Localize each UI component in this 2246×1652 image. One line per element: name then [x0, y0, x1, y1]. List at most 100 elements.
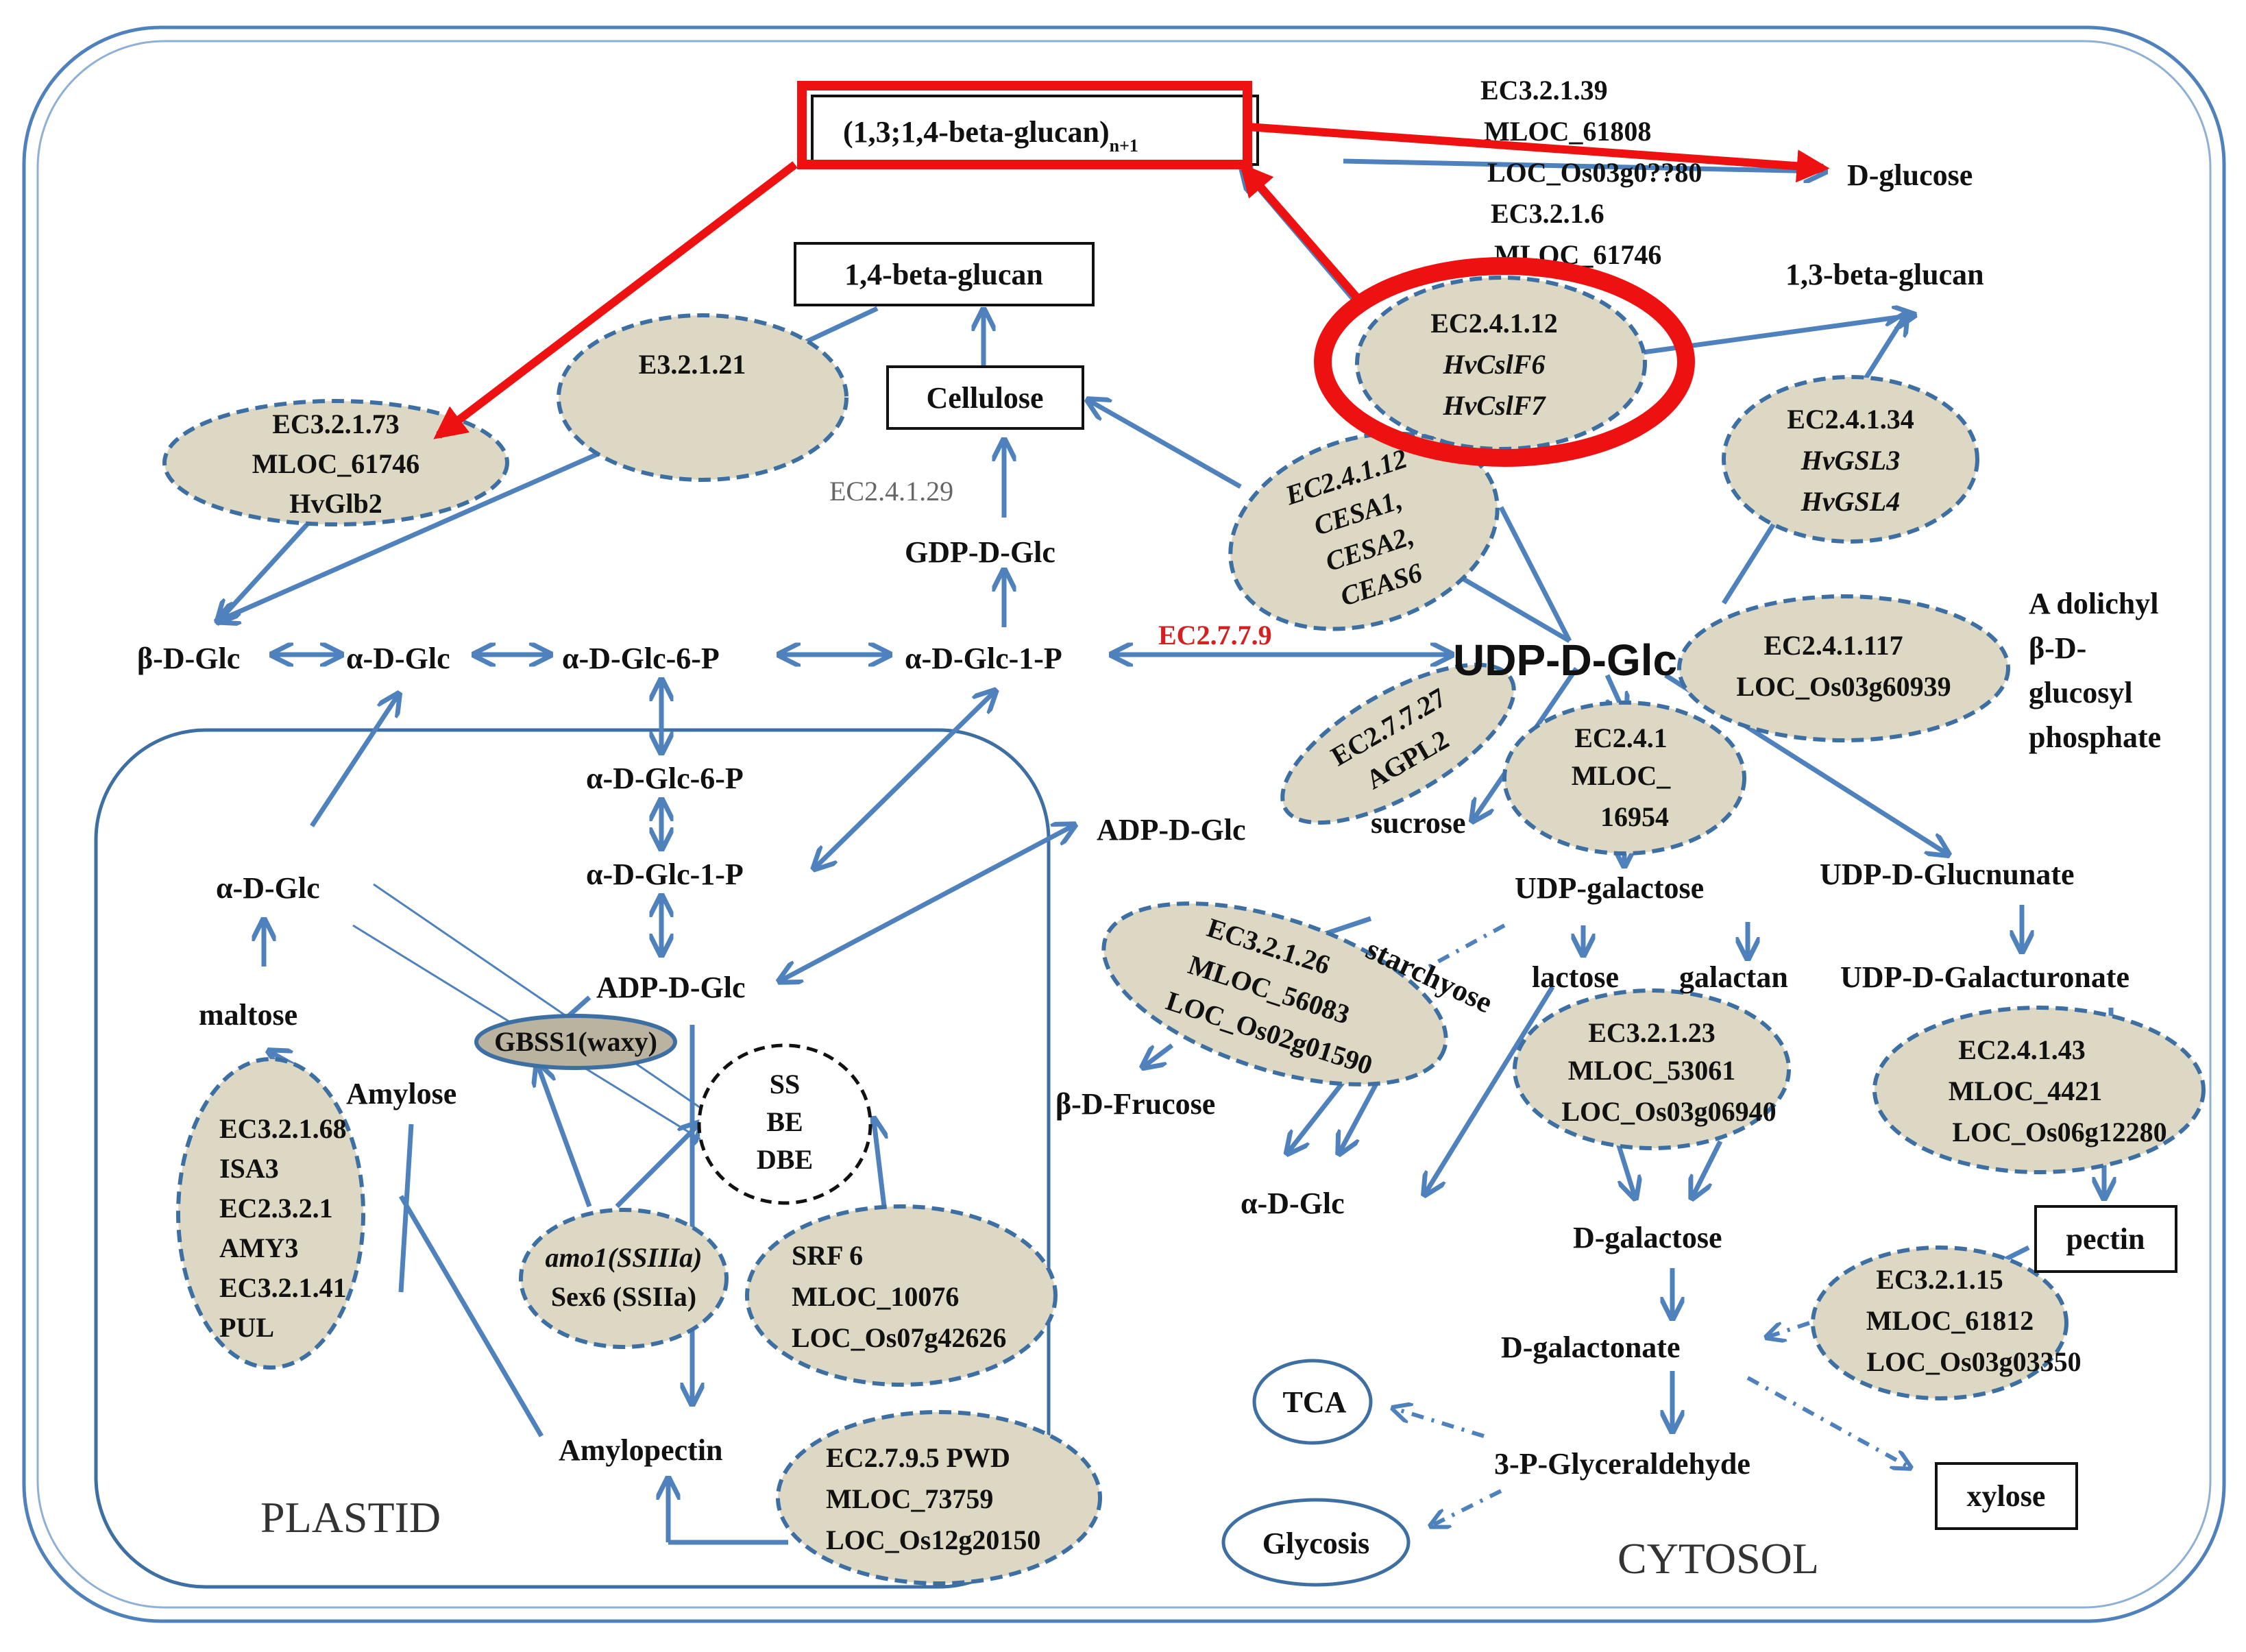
svg-text:EC3.2.1.15: EC3.2.1.15: [1876, 1264, 2003, 1295]
svg-text:MLOC_73759: MLOC_73759: [826, 1483, 993, 1514]
svg-text:AMY3: AMY3: [219, 1232, 299, 1263]
svg-text:LOC_Os06g12280: LOC_Os06g12280: [1952, 1117, 2166, 1147]
svg-text:EC2.4.1.43: EC2.4.1.43: [1958, 1034, 2086, 1065]
svg-text:HvCslF6: HvCslF6: [1443, 349, 1546, 380]
svg-text:EC2.4.1.12: EC2.4.1.12: [1430, 308, 1558, 339]
svg-text:MLOC_4421: MLOC_4421: [1949, 1076, 2102, 1106]
svg-text:LOC_Os03g03350: LOC_Os03g03350: [1866, 1346, 2081, 1377]
svg-text:GBSS1(waxy): GBSS1(waxy): [494, 1026, 657, 1057]
label-udp-d-glc: UDP-D-Glc: [1453, 635, 1677, 685]
label-alpha-d-glc-1-p-plastid: α-D-Glc-1-P: [586, 858, 744, 891]
box-pectin: pectin: [2034, 1205, 2177, 1273]
svg-text:DBE: DBE: [757, 1144, 813, 1175]
label-ec-3-2-1-39: EC3.2.1.39: [1480, 75, 1608, 106]
svg-text:Cellulose: Cellulose: [926, 381, 1043, 415]
svg-text:EC2.4.1.34: EC2.4.1.34: [1787, 404, 1914, 435]
label-amylopectin: Amylopectin: [559, 1433, 723, 1467]
cell-frame-inner: [36, 40, 2212, 1609]
enzyme-ec32115: EC3.2.1.15 MLOC_61812 LOC_Os03g03350: [1811, 1246, 2082, 1400]
label-udp-galactose: UDP-galactose: [1515, 871, 1704, 905]
enzyme-amo1: amo1(SSIIIa) Sex6 (SSIIa): [519, 1208, 729, 1349]
box-beta-glucan-main: (1,3;1,4-beta-glucan)n+1: [811, 95, 1259, 166]
label-d-glucose: D-glucose: [1847, 158, 1973, 192]
label-alpha-d-glc-1-p-top: α-D-Glc-1-P: [905, 642, 1062, 675]
svg-text:LOC_Os03g60939: LOC_Os03g60939: [1736, 671, 1951, 702]
label-dolichyl-1: A dolichyl: [2029, 587, 2159, 620]
svg-text:TCA: TCA: [1283, 1385, 1347, 1419]
svg-text:PUL: PUL: [219, 1312, 274, 1343]
label-loc-os03g: LOC_Os03g0??80: [1487, 157, 1702, 188]
enzyme-ec241-mloc: EC2.4.1 MLOC_ 16954: [1502, 701, 1746, 855]
label-beta-d-frucose: β-D-Frucose: [1055, 1087, 1215, 1121]
svg-text:MLOC_: MLOC_: [1572, 760, 1671, 791]
enzyme-e32121: E3.2.1.21: [557, 313, 849, 482]
svg-text:E3.2.1.21: E3.2.1.21: [639, 349, 746, 380]
label-ec-2-4-1-29: EC2.4.1.29: [829, 476, 953, 507]
label-beta-d-glc: β-D-Glc: [137, 642, 240, 675]
plastid-frame: [94, 728, 1051, 1589]
enzyme-gbss1: GBSS1(waxy): [474, 1014, 677, 1070]
svg-text:HvGlb2: HvGlb2: [289, 488, 382, 519]
box-cellulose: Cellulose: [886, 365, 1084, 430]
svg-text:EC2.3.2.1: EC2.3.2.1: [219, 1193, 333, 1224]
svg-text:Sex6 (SSIIa): Sex6 (SSIIa): [551, 1281, 696, 1312]
label-gdp-d-glc: GDP-D-Glc: [905, 535, 1055, 569]
label-d-galactose: D-galactose: [1573, 1221, 1722, 1254]
enzyme-ec24112-csl: EC2.4.1.12 HvCslF6 HvCslF7: [1355, 276, 1647, 451]
cell-frame-outer: [22, 25, 2226, 1623]
label-sucrose: sucrose: [1371, 806, 1466, 840]
svg-text:amo1(SSIIIa): amo1(SSIIIa): [546, 1242, 703, 1273]
label-lactose: lactose: [1532, 960, 1619, 994]
label-dolichyl-2: β-D-: [2029, 631, 2086, 665]
svg-text:LOC_Os03g06940: LOC_Os03g06940: [1561, 1096, 1776, 1127]
enzyme-ec32123: EC3.2.1.23 MLOC_53061 LOC_Os03g06940: [1513, 988, 1791, 1150]
label-galactan: galactan: [1679, 960, 1788, 994]
label-udp-d-galacturonate: UDP-D-Galacturonate: [1840, 960, 2129, 994]
svg-text:1,4-beta-glucan: 1,4-beta-glucan: [844, 258, 1043, 291]
highlight-annotations: [433, 81, 1830, 467]
region-cytosol-label: CYTOSOL: [1618, 1534, 1819, 1583]
label-alpha-d-glc-6-p-top: α-D-Glc-6-P: [562, 642, 720, 675]
enzyme-ec2795: EC2.7.9.5 PWD MLOC_73759 LOC_Os12g20150: [776, 1410, 1102, 1586]
svg-text:EC2.4.1.117: EC2.4.1.117: [1763, 630, 1903, 661]
svg-text:EC3.2.1.68: EC3.2.1.68: [219, 1113, 347, 1144]
label-adp-d-glc-cytosol: ADP-D-Glc: [1097, 813, 1246, 847]
label-ec-3-2-1-6: EC3.2.1.6: [1491, 198, 1604, 229]
svg-text:MLOC_53061: MLOC_53061: [1568, 1055, 1735, 1086]
label-amylose: Amylose: [346, 1077, 456, 1110]
label-alpha-d-glc-cytosol: α-D-Glc: [1241, 1187, 1345, 1220]
label-alpha-d-glc-6-p-plastid: α-D-Glc-6-P: [586, 762, 744, 795]
svg-text:EC3.2.1.41: EC3.2.1.41: [219, 1272, 347, 1303]
box-xylose: xylose: [1935, 1462, 2078, 1530]
svg-text:HvGSL3: HvGSL3: [1801, 445, 1900, 476]
enzyme-ec24134: EC2.4.1.34 HvGSL3 HvGSL4: [1722, 375, 1979, 544]
label-alpha-d-glc-top: α-D-Glc: [346, 642, 450, 675]
label-3-p-glyceraldehyde: 3-P-Glyceraldehyde: [1494, 1447, 1750, 1481]
svg-text:MLOC_61746: MLOC_61746: [252, 448, 419, 479]
svg-text:MLOC_61812: MLOC_61812: [1866, 1305, 2034, 1336]
circle-tca: TCA: [1252, 1359, 1373, 1445]
enzyme-srf6: SRF 6 MLOC_10076 LOC_Os07g42626: [745, 1204, 1058, 1387]
label-alpha-d-glc-plastid: α-D-Glc: [216, 871, 320, 905]
enzyme-ec24112-cesa: EC2.4.1.12 CESA1, CESA2, CEAS6: [1228, 431, 1500, 631]
svg-text:BE: BE: [766, 1106, 803, 1137]
svg-text:(1,3;1,4-beta-glucan)n+1: (1,3;1,4-beta-glucan)n+1: [843, 115, 1138, 156]
label-1-3-beta-glucan: 1,3-beta-glucan: [1785, 258, 1984, 291]
label-ec-2-7-7-9: EC2.7.7.9: [1158, 620, 1272, 651]
svg-text:LOC_Os07g42626: LOC_Os07g42626: [792, 1322, 1006, 1353]
svg-text:EC3.2.1.73: EC3.2.1.73: [272, 409, 400, 439]
svg-text:xylose: xylose: [1967, 1479, 2046, 1513]
label-adp-d-glc-plastid: ADP-D-Glc: [596, 971, 746, 1004]
svg-text:Glycosis: Glycosis: [1262, 1527, 1369, 1560]
svg-text:HvGSL4: HvGSL4: [1801, 486, 1900, 517]
enzyme-ec32168: EC3.2.1.68 ISA3 EC2.3.2.1 AMY3 EC3.2.1.4…: [176, 1057, 365, 1370]
label-dolichyl-3: glucosyl: [2029, 676, 2133, 709]
label-d-galactonate: D-galactonate: [1501, 1331, 1681, 1364]
enzyme-ec32173: EC3.2.1.73 MLOC_61746 HvGlb2: [162, 399, 509, 526]
region-plastid-label: PLASTID: [260, 1493, 441, 1542]
svg-text:EC2.7.9.5 PWD: EC2.7.9.5 PWD: [826, 1442, 1010, 1473]
circle-glycosis: Glycosis: [1221, 1498, 1411, 1587]
svg-text:pectin: pectin: [2066, 1222, 2145, 1256]
enzyme-ec24143: EC2.4.1.43 MLOC_4421 LOC_Os06g12280: [1872, 1006, 2206, 1174]
